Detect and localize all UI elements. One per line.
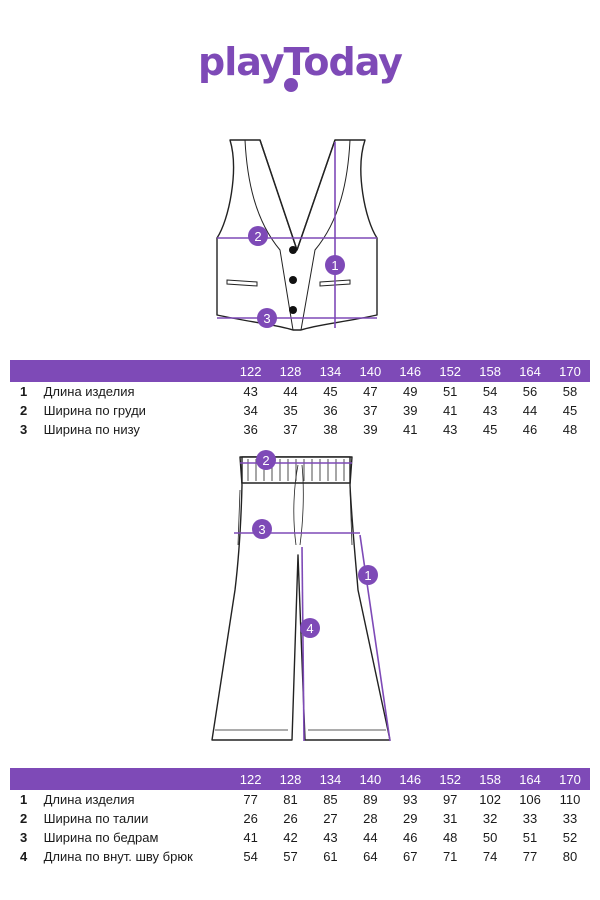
vest-drawing: 1 2 3 [216,139,378,331]
pants-markers: 1 2 3 4 [252,450,378,638]
brand-logo: playToday [0,40,600,84]
pants-marker-1-label: 1 [364,568,371,583]
table-row: 2 Ширина по талии 26 26 27 28 29 31 32 3… [20,811,578,826]
vest-marker-1 [325,255,345,275]
size-152: 152 [430,768,471,790]
pants-marker-2 [256,450,276,470]
table-row: 3 Ширина по низу 36 37 38 39 41 43 45 46… [20,422,578,437]
pants-table-header: 122 128 134 140 146 152 158 164 170 [10,768,590,790]
table-row: 1 Длина изделия 77 81 85 89 93 97 102 10… [20,792,581,807]
size-140: 140 [350,768,391,790]
logo-dot-icon [284,78,298,92]
vest-size-table: 122 128 134 140 146 152 158 164 170 1 Дл… [10,360,590,439]
size-122: 122 [230,768,271,790]
vest-marker-3 [257,308,277,328]
table-row: 2 Ширина по груди 34 35 36 37 39 41 43 4… [20,403,578,418]
size-164: 164 [510,360,550,382]
vest-table-header: 122 128 134 140 146 152 158 164 170 [10,360,590,382]
size-134: 134 [310,360,351,382]
pants-marker-4 [300,618,320,638]
pants-marker-2-label: 2 [262,453,269,468]
size-158: 158 [470,768,511,790]
size-128: 128 [270,360,311,382]
size-170: 170 [550,360,590,382]
pants-marker-3-label: 3 [258,522,265,537]
size-170: 170 [550,768,590,790]
table-row: 1 Длина изделия 43 44 45 47 49 51 54 56 … [20,384,578,399]
size-122: 122 [230,360,271,382]
size-152: 152 [430,360,471,382]
pants-drawing: 1 2 3 4 [211,450,391,742]
size-134: 134 [310,768,351,790]
pants-marker-4-label: 4 [306,621,313,636]
table-row: 4 Длина по внут. шву брюк 54 57 61 64 67… [20,849,578,864]
vest-marker-3-label: 3 [263,311,270,326]
size-140: 140 [350,360,391,382]
pants-marker-1 [358,565,378,585]
size-128: 128 [270,768,311,790]
vest-marker-1-label: 1 [331,258,338,273]
pants-size-table: 122 128 134 140 146 152 158 164 170 1 Дл… [10,768,590,866]
size-164: 164 [510,768,550,790]
vest-marker-2-label: 2 [254,229,261,244]
size-146: 146 [390,360,431,382]
vest-marker-2 [248,226,268,246]
pants-marker-3 [252,519,272,539]
table-row: 3 Ширина по бедрам 41 42 43 44 46 48 50 … [20,830,578,845]
vest-markers: 1 2 3 [248,226,345,328]
brand-name: playToday [198,40,403,84]
size-158: 158 [470,360,511,382]
size-146: 146 [390,768,431,790]
